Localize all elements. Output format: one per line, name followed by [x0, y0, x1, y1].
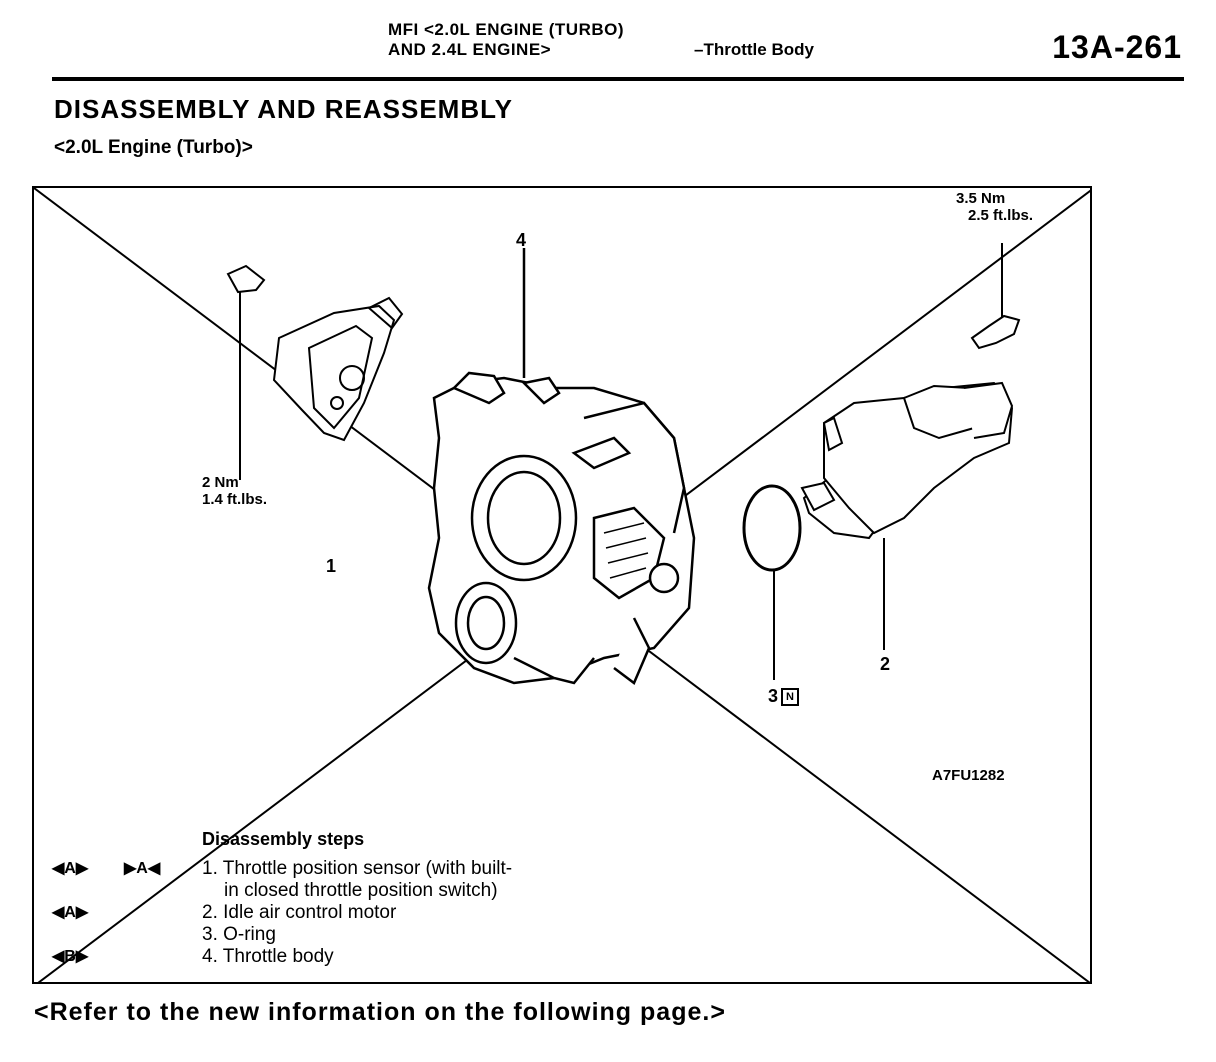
step-row-1-cont: in closed throttle position switch)	[34, 880, 674, 902]
callout-3-number: 3	[768, 686, 779, 706]
sensor-screw	[226, 264, 266, 480]
service-mark-disassembly: ◀A▶	[52, 860, 89, 877]
footer-note: <Refer to the new information on the fol…	[34, 998, 726, 1026]
motor-screw	[970, 243, 1021, 350]
idle-air-control-motor	[800, 381, 1014, 650]
non-reusable-badge: N	[781, 688, 800, 707]
figure-code: A7FU1282	[932, 767, 1005, 784]
throttle-position-sensor	[272, 296, 404, 442]
callout-2: 2	[880, 654, 891, 674]
step-row-4: ◀B▶ 4. Throttle body	[34, 946, 674, 968]
torque-right-line1: 3.5 Nm	[956, 190, 1006, 207]
step-row-3: 3. O-ring	[34, 924, 674, 946]
step-text: 4. Throttle body	[202, 946, 334, 967]
callout-1: 1	[326, 556, 337, 576]
step-row-1: ◀A▶ ▶A◀ 1. Throttle position sensor (wit…	[34, 858, 674, 880]
torque-left-line2: 1.4 ft.lbs.	[202, 491, 268, 508]
callout-4: 4	[516, 230, 527, 250]
header-subsection: –Throttle Body	[694, 40, 814, 59]
header-rule	[52, 77, 1184, 81]
step-text: 2. Idle air control motor	[202, 902, 397, 923]
step-text: 1. Throttle position sensor (with built-	[202, 858, 513, 879]
service-mark-disassembly: ◀A▶	[52, 904, 89, 921]
step-row-2: ◀A▶ 2. Idle air control motor	[34, 902, 674, 924]
o-ring	[742, 484, 802, 680]
step-text-continued: in closed throttle position switch)	[224, 880, 498, 901]
service-mark-disassembly: ◀B▶	[52, 948, 89, 965]
step-text: 3. O-ring	[202, 924, 276, 945]
page-subtitle: <2.0L Engine (Turbo)>	[54, 137, 253, 158]
torque-right-line2: 2.5 ft.lbs.	[968, 207, 1034, 224]
steps-heading: Disassembly steps	[202, 829, 365, 849]
service-mark-reassembly: ▶A◀	[124, 860, 161, 877]
header-section-line1: MFI <2.0L ENGINE (TURBO)	[388, 20, 625, 39]
page-number: 13A-261	[1052, 29, 1182, 65]
header-section-line2: AND 2.4L ENGINE>	[388, 40, 552, 59]
throttle-body-illustration	[34, 188, 1090, 982]
page-title: DISASSEMBLY AND REASSEMBLY	[54, 94, 513, 124]
throttle-body	[427, 248, 696, 685]
torque-left-line1: 2 Nm	[202, 474, 239, 491]
